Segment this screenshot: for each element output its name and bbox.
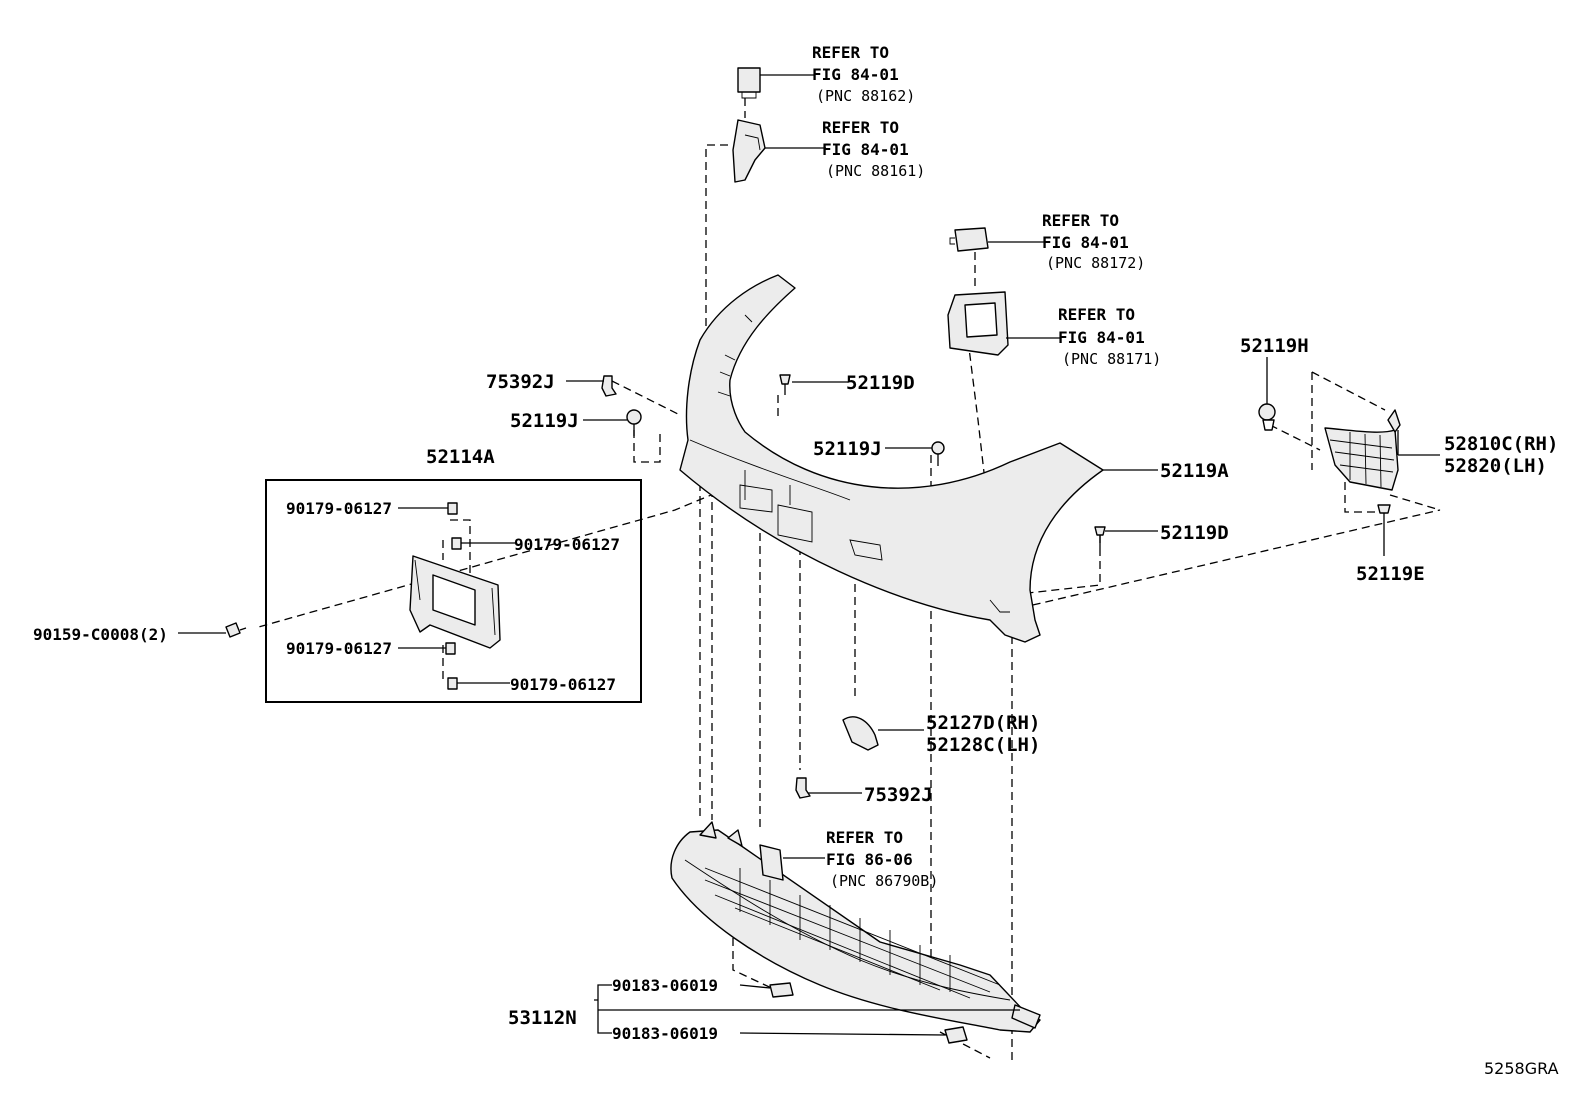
part-90179-1: 90179-06127 [286, 499, 392, 518]
part-90179-2: 90179-06127 [514, 535, 620, 554]
ref-88161-line1: REFER TO [822, 118, 899, 137]
ref-88162-line2: FIG 84-01 [812, 65, 899, 84]
grille-cover-shape [842, 716, 879, 751]
lower-spoiler-shape [670, 821, 1041, 1033]
part-52119j-left: 52119J [510, 410, 579, 432]
part-52119a: 52119A [1160, 460, 1229, 482]
clip-nut-4 [447, 677, 458, 690]
ref-88172-pnc: (PNC 88172) [1046, 254, 1145, 272]
part-52810c-rh: 52810C(RH) [1444, 433, 1558, 455]
part-52128c-lh: 52128C(LH) [926, 734, 1040, 756]
part-52127d-rh: 52127D(RH) [926, 712, 1040, 734]
leader-lines [178, 74, 1440, 1036]
ref-88162-line1: REFER TO [812, 43, 889, 62]
diagram-code: 5258GRA [1484, 1059, 1559, 1078]
ref-88171-pnc: (PNC 88171) [1062, 350, 1161, 368]
part-90179-4: 90179-06127 [510, 675, 616, 694]
ref-86790b: REFER TO FIG 86-06 (PNC 86790B) [826, 828, 938, 890]
part-53112n: 53112N [508, 1007, 577, 1029]
ref-88171: REFER TO FIG 84-01 (PNC 88171) [1058, 305, 1161, 368]
ref-88172-line2: FIG 84-01 [1042, 233, 1129, 252]
ref-86790b-line2: FIG 86-06 [826, 850, 913, 869]
ref-88172: REFER TO FIG 84-01 (PNC 88172) [1042, 211, 1145, 272]
part-75392j-low: 75392J [864, 784, 933, 806]
ref-88161: REFER TO FIG 84-01 (PNC 88161) [822, 118, 925, 180]
part-52119e: 52119E [1356, 563, 1425, 585]
part-52820-lh: 52820(LH) [1444, 455, 1547, 477]
part-90179-3: 90179-06127 [286, 639, 392, 658]
clip-nut-3 [445, 642, 456, 655]
part-75392j-top: 75392J [486, 371, 555, 393]
sensor-parts [732, 67, 1009, 356]
ref-86790b-line1: REFER TO [826, 828, 903, 847]
fog-lamp-cover-shape [1324, 409, 1401, 491]
ref-88161-line2: FIG 84-01 [822, 140, 909, 159]
part-52119d-top: 52119D [846, 372, 915, 394]
ref-86790b-pnc: (PNC 86790B) [830, 872, 938, 890]
ref-88171-line1: REFER TO [1058, 305, 1135, 324]
sensor-mount-86790b [759, 844, 784, 881]
part-52119d-right: 52119D [1160, 522, 1229, 544]
clip-nut-1 [447, 502, 458, 515]
ref-88161-pnc: (PNC 88161) [826, 162, 925, 180]
part-52119j-mid: 52119J [813, 438, 882, 460]
ref-88171-line2: FIG 84-01 [1058, 328, 1145, 347]
fasteners [225, 374, 1391, 1044]
ref-88162: REFER TO FIG 84-01 (PNC 88162) [812, 43, 915, 105]
part-90183-2: 90183-06019 [612, 1024, 718, 1043]
part-90159: 90159-C0008(2) [33, 625, 168, 644]
part-52114a: 52114A [426, 446, 495, 468]
clip-nut-2 [451, 537, 462, 550]
ref-88172-line1: REFER TO [1042, 211, 1119, 230]
ref-88162-pnc: (PNC 88162) [816, 87, 915, 105]
part-52119h: 52119H [1240, 335, 1309, 357]
bumper-retainer-shape [679, 274, 1104, 643]
part-90183-1: 90183-06019 [612, 976, 718, 995]
license-bracket-box [265, 479, 642, 703]
